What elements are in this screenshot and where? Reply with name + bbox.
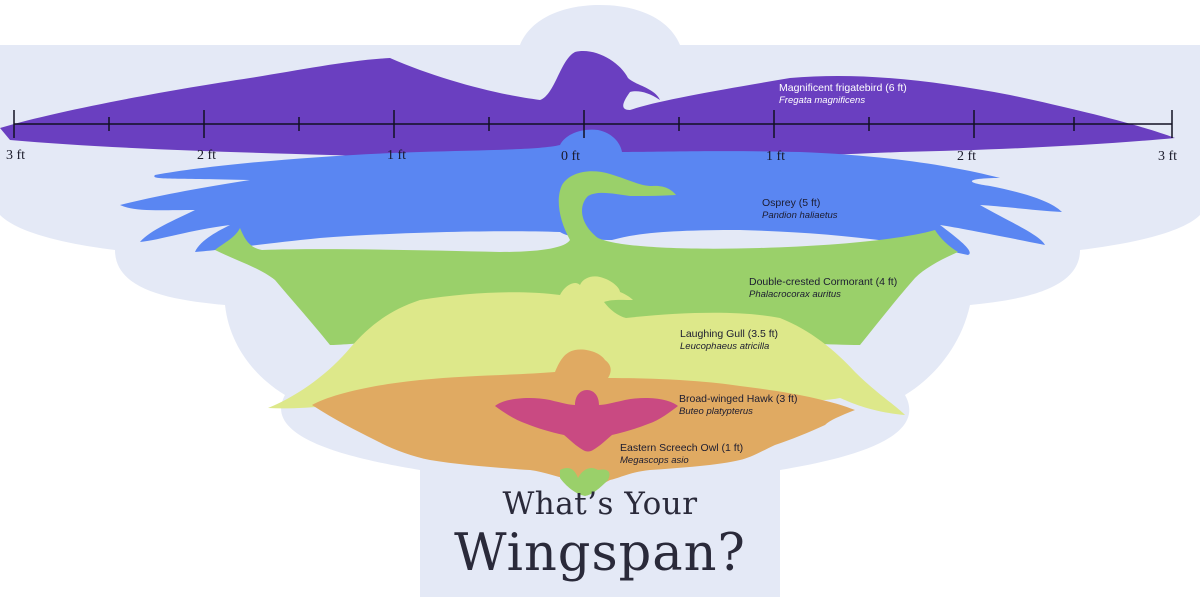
scale-label-right-1ft: 1 ft [766,149,786,164]
bird-common-name: Laughing Gull (3.5 ft) [680,328,779,340]
bird-common-name: Osprey (5 ft) [762,197,821,209]
bird-common-name: Broad-winged Hawk (3 ft) [679,393,798,405]
bird-common-name: Double-crested Cormorant (4 ft) [749,276,898,288]
scale-label-0ft: 0 ft [561,149,581,164]
scale-label-left-2ft: 2 ft [197,148,217,163]
bird-label-owl: Eastern Screech Owl (1 ft) Megascops asi… [620,442,743,466]
bird-label-frigatebird: Magnificent frigatebird (6 ft) Fregata m… [779,82,907,106]
owl-silhouette [495,390,678,452]
bird-scientific-name: Megascops asio [620,454,689,466]
title-line-1: What’s Your [502,486,698,522]
bird-common-name: Magnificent frigatebird (6 ft) [779,82,907,94]
scale-label-left-3ft: 3 ft [6,148,26,163]
title-line-2: Wingspan? [454,524,746,583]
scale-label-right-3ft: 3 ft [1158,149,1178,164]
cormorant-tail-shape [560,467,610,496]
bird-scientific-name: Buteo platypterus [679,405,753,417]
bird-scientific-name: Leucophaeus atricilla [680,340,770,352]
bird-scientific-name: Phalacrocorax auritus [749,288,841,300]
scale-label-right-2ft: 2 ft [957,149,977,164]
cormorant-silhouette [215,171,958,345]
bird-label-osprey: Osprey (5 ft) Pandion haliaetus [762,197,838,221]
bird-common-name: Eastern Screech Owl (1 ft) [620,442,744,454]
bird-label-cormorant: Double-crested Cormorant (4 ft) Phalacro… [749,276,897,300]
bird-label-hawk: Broad-winged Hawk (3 ft) Buteo platypter… [679,393,797,417]
frigatebird-silhouette [0,51,1175,173]
scale-label-left-1ft: 1 ft [387,148,407,163]
scale-ruler [13,110,1173,138]
bird-scientific-name: Pandion haliaetus [762,209,838,221]
bird-label-gull: Laughing Gull (3.5 ft) Leucophaeus atric… [680,328,778,352]
bird-scientific-name: Fregata magnificens [779,94,866,106]
